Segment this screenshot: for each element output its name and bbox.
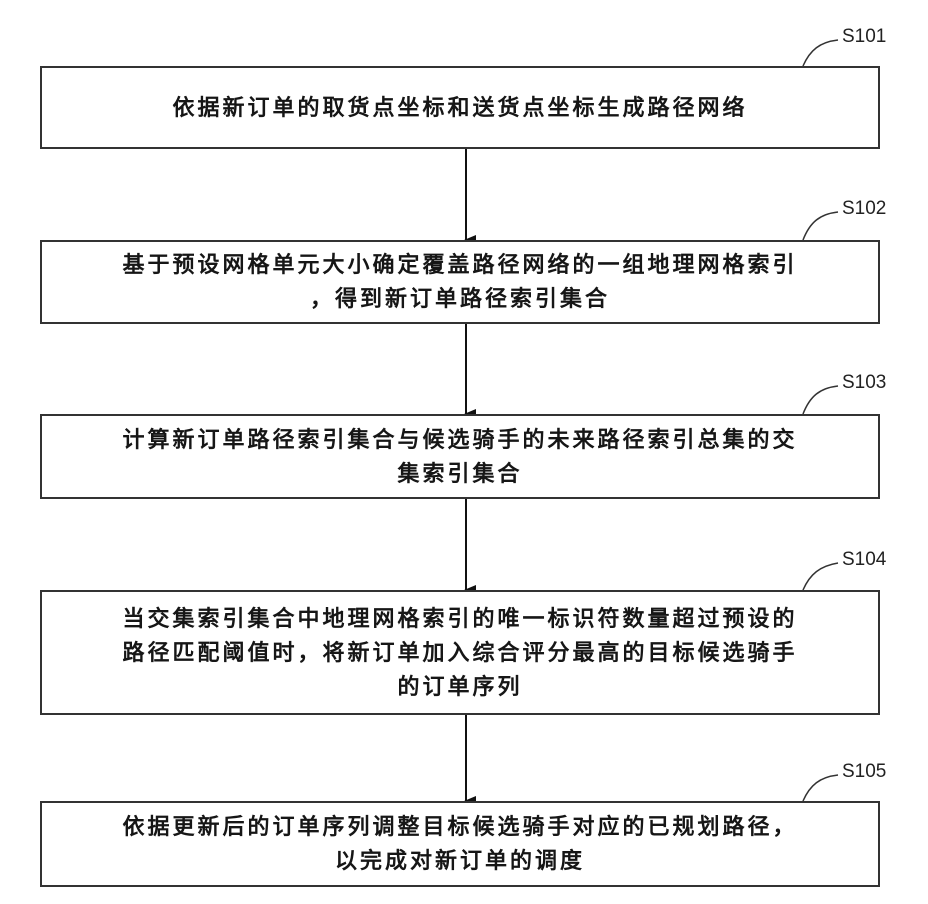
step-label-s102: S102 bbox=[842, 198, 886, 220]
step-box-s102: 基于预设网格单元大小确定覆盖路径网络的一组地理网格索引 ，得到新订单路径索引集合 bbox=[40, 240, 880, 324]
step-text-s101: 依据新订单的取货点坐标和送货点坐标生成路径网络 bbox=[172, 91, 747, 125]
leader-s103 bbox=[803, 386, 838, 414]
step-label-s101: S101 bbox=[842, 26, 886, 48]
leader-s105 bbox=[803, 775, 838, 801]
leader-s101 bbox=[803, 40, 838, 66]
step-text-s103: 计算新订单路径索引集合与候选骑手的未来路径索引总集的交 集索引集合 bbox=[122, 423, 797, 491]
step-box-s104: 当交集索引集合中地理网格索引的唯一标识符数量超过预设的 路径匹配阈值时，将新订单… bbox=[40, 590, 880, 715]
step-label-s105: S105 bbox=[842, 761, 886, 783]
step-box-s105: 依据更新后的订单序列调整目标候选骑手对应的已规划路径， 以完成对新订单的调度 bbox=[40, 801, 880, 887]
leader-s102 bbox=[803, 212, 838, 240]
step-text-s104: 当交集索引集合中地理网格索引的唯一标识符数量超过预设的 路径匹配阈值时，将新订单… bbox=[122, 602, 797, 704]
step-text-s105: 依据更新后的订单序列调整目标候选骑手对应的已规划路径， 以完成对新订单的调度 bbox=[122, 810, 797, 878]
step-box-s103: 计算新订单路径索引集合与候选骑手的未来路径索引总集的交 集索引集合 bbox=[40, 414, 880, 499]
step-label-s104: S104 bbox=[842, 549, 886, 571]
step-text-s102: 基于预设网格单元大小确定覆盖路径网络的一组地理网格索引 ，得到新订单路径索引集合 bbox=[122, 248, 797, 316]
step-label-s103: S103 bbox=[842, 372, 886, 394]
step-box-s101: 依据新订单的取货点坐标和送货点坐标生成路径网络 bbox=[40, 66, 880, 149]
leader-s104 bbox=[803, 563, 838, 590]
